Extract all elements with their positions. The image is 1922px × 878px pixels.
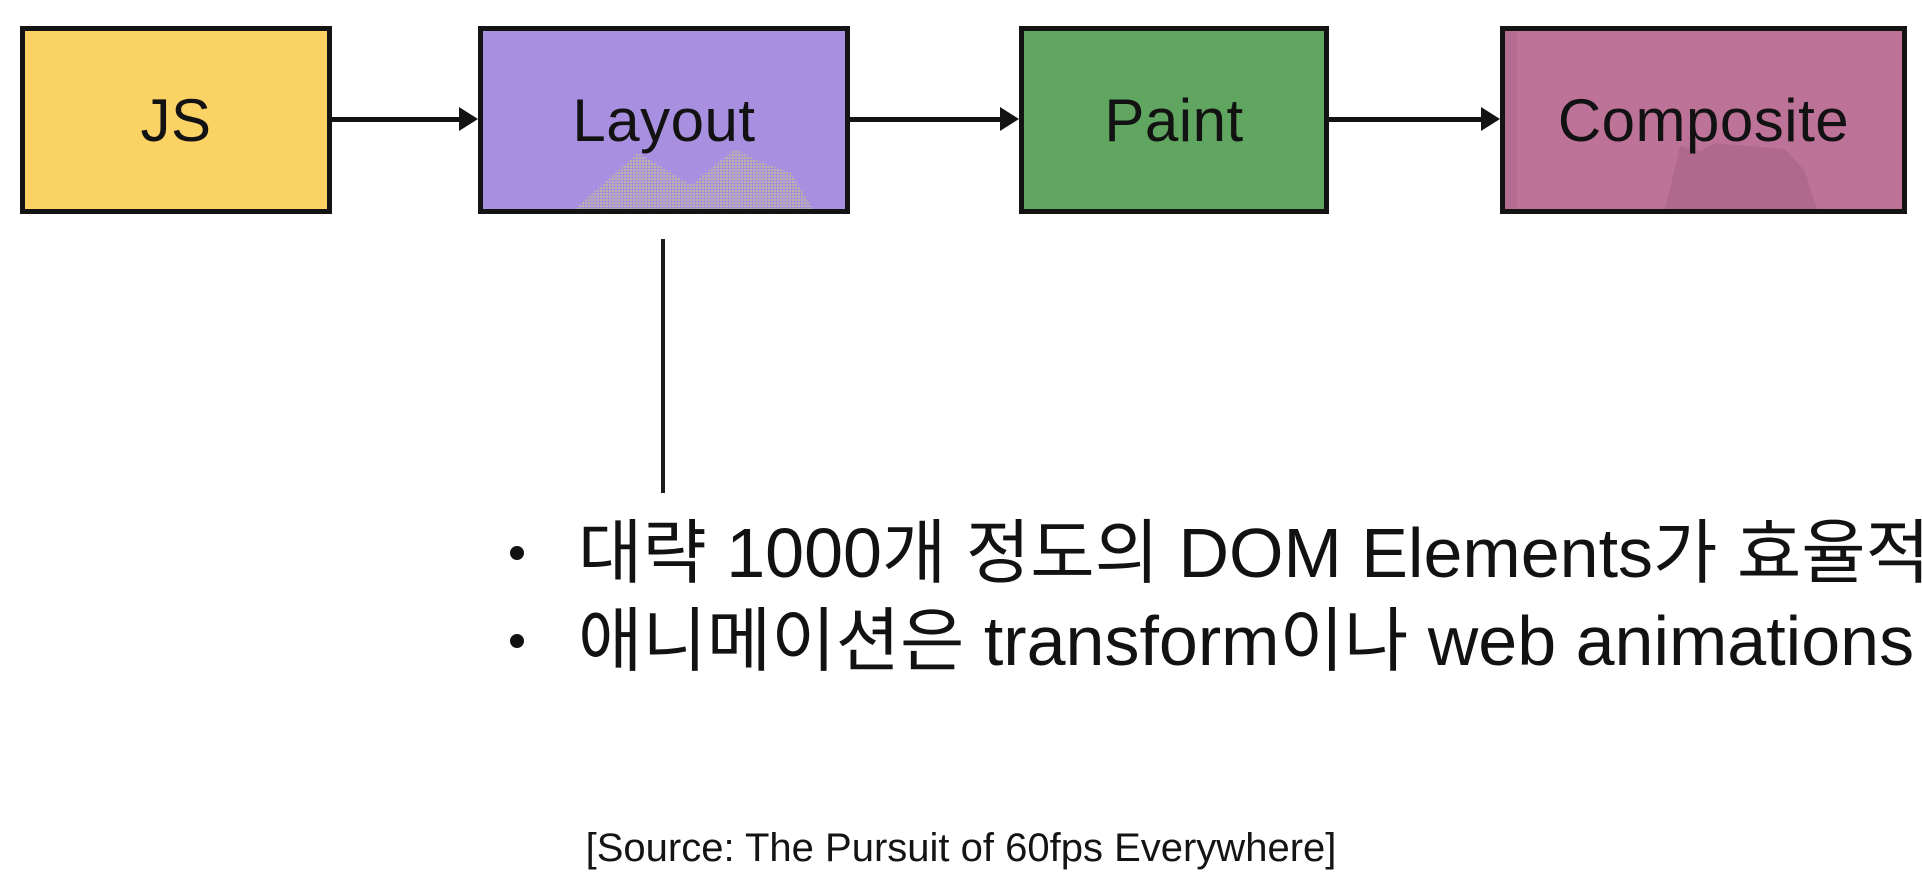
bullet-dot-icon (510, 546, 524, 560)
list-item: 애니메이션은 transform이나 web animations (510, 601, 1922, 681)
arrow-head-icon (1000, 107, 1019, 131)
bullet-text-dom-elements: 대략 1000개 정도의 DOM Elements가 효율적 (578, 514, 1922, 592)
pipeline-node-js: JS (20, 26, 332, 214)
node-label-js: JS (140, 86, 212, 154)
pipeline-node-layout: Layout (478, 26, 850, 214)
bullet-text-animation: 애니메이션은 transform이나 web animations (578, 602, 1915, 680)
node-label-composite: Composite (1557, 86, 1850, 154)
arrow-head-icon (1481, 107, 1500, 131)
bullet-dot-icon (510, 634, 524, 648)
layout-callout-line (661, 239, 665, 493)
arrow-head-icon (459, 107, 478, 131)
arrow-shaft (850, 117, 1002, 122)
pipeline-node-paint: Paint (1019, 26, 1329, 214)
pipeline-node-composite: Composite (1500, 26, 1907, 214)
node-label-layout: Layout (572, 86, 756, 154)
arrow-shaft (1329, 117, 1483, 122)
list-item: 대략 1000개 정도의 DOM Elements가 효율적 (510, 513, 1922, 593)
node-label-paint: Paint (1104, 86, 1244, 154)
arrow-shaft (332, 117, 462, 122)
source-attribution: [Source: The Pursuit of 60fps Everywhere… (585, 826, 1337, 870)
layout-notes-list: 대략 1000개 정도의 DOM Elements가 효율적 애니메이션은 tr… (510, 513, 1922, 689)
